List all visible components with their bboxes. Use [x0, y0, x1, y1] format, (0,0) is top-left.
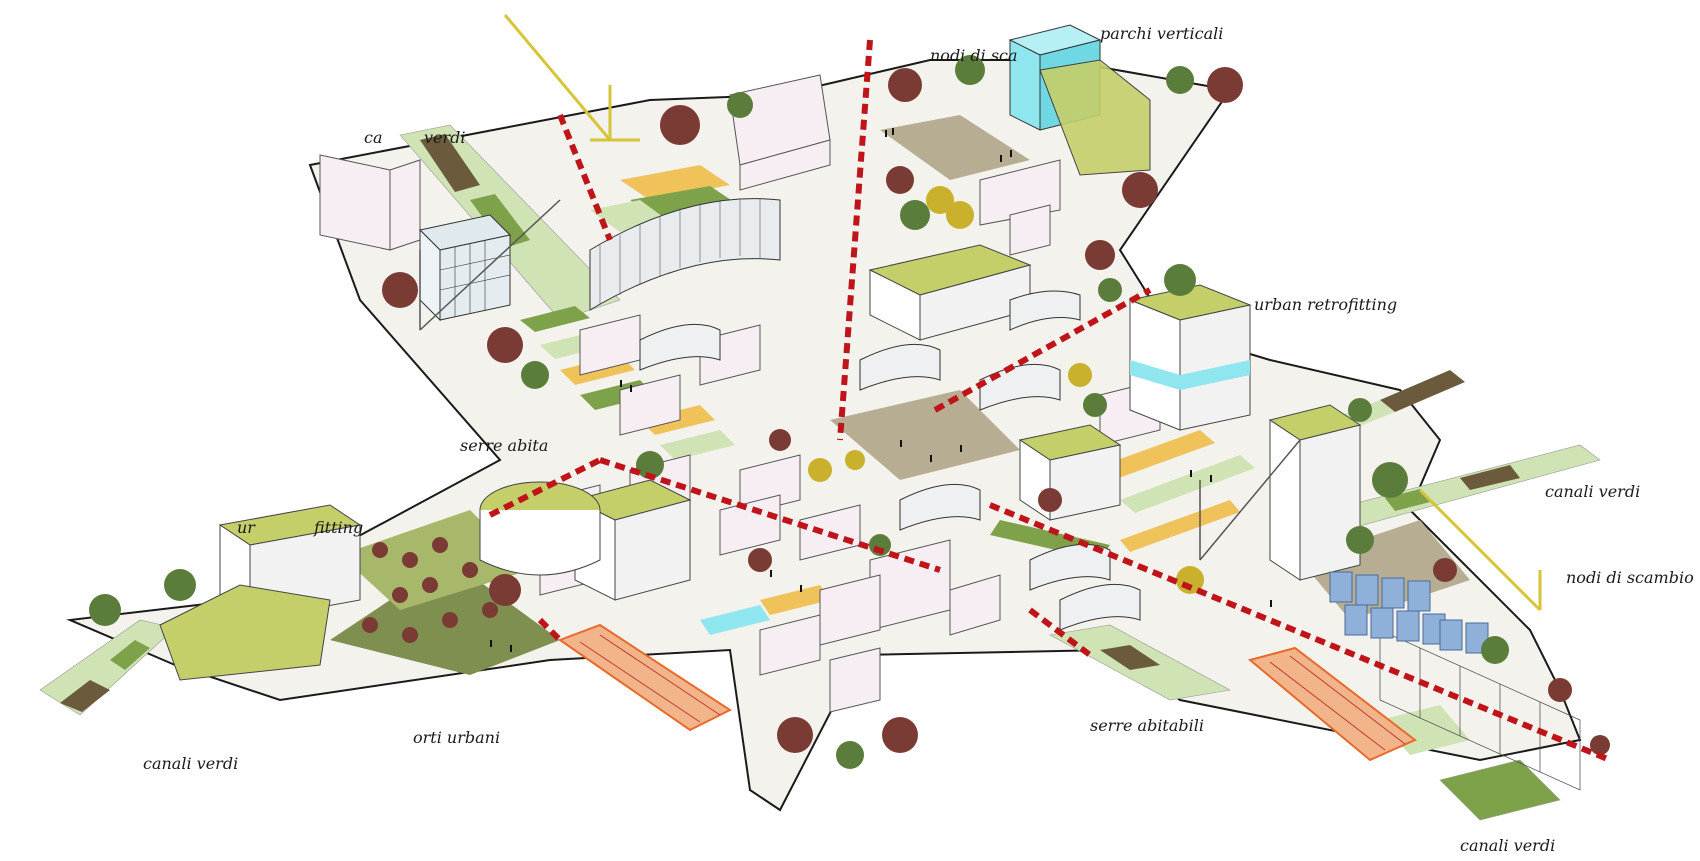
green-canal-top-left — [399, 124, 621, 321]
crane-right — [1418, 488, 1542, 612]
label-canali-top-left-end: verdi — [424, 128, 466, 147]
greenhouse-large — [589, 198, 781, 311]
plaza-center — [830, 390, 1020, 480]
tram-right — [1247, 646, 1417, 762]
label-canali-top-left: ca — [364, 128, 383, 147]
building-round-left — [479, 481, 601, 576]
building-wave-left — [159, 504, 362, 681]
label-nodi-top: nodi di sca — [930, 46, 1018, 65]
building-stepped-left — [573, 479, 692, 601]
greenhouse-glass-tower — [418, 214, 512, 322]
people-figures — [490, 128, 1272, 652]
tram-left — [557, 623, 733, 732]
building-retrofit-tower — [1128, 284, 1252, 431]
greenhouse-frame-right — [1379, 629, 1581, 791]
label-urban-retrofitting-left-b: fitting — [314, 518, 364, 537]
red-dashed-axes — [488, 39, 1612, 763]
crane-center-right — [1199, 439, 1301, 561]
label-canali-verdi-right: canali verdi — [1545, 482, 1641, 501]
label-orti-urbani: orti urbani — [413, 728, 501, 747]
solar-panels — [1329, 571, 1489, 654]
green-canal-right-upper — [1329, 444, 1601, 531]
building-stepped-far-right — [1268, 404, 1362, 581]
crane-left — [419, 199, 561, 331]
building-terraced-center — [868, 244, 1032, 341]
building-terraced-right — [1018, 424, 1122, 521]
label-urban-retrofitting-left-a: ur — [237, 518, 255, 537]
label-nodi-di-scambio-right: nodi di scambio — [1566, 568, 1694, 587]
label-urban-retrofitting-right: urban retrofitting — [1254, 295, 1398, 314]
trees — [89, 55, 1610, 769]
label-canali-verdi-bottom-left: canali verdi — [143, 754, 239, 773]
garden-trees-left — [362, 537, 498, 643]
building-vertical-park — [1008, 24, 1151, 176]
label-parchi-verticali: parchi verticali — [1100, 24, 1224, 43]
plaza-top — [880, 115, 1030, 180]
label-serre-abitabili-bottom: serre abitabili — [1090, 716, 1204, 735]
green-canal-bottom-left — [39, 619, 176, 716]
crane-top — [503, 14, 640, 142]
green-canal-bottom-center — [1049, 624, 1231, 701]
label-canali-verdi-bottom-right: canali verdi — [1460, 836, 1556, 855]
label-serre-abitabili-left: serre abita — [460, 436, 549, 455]
